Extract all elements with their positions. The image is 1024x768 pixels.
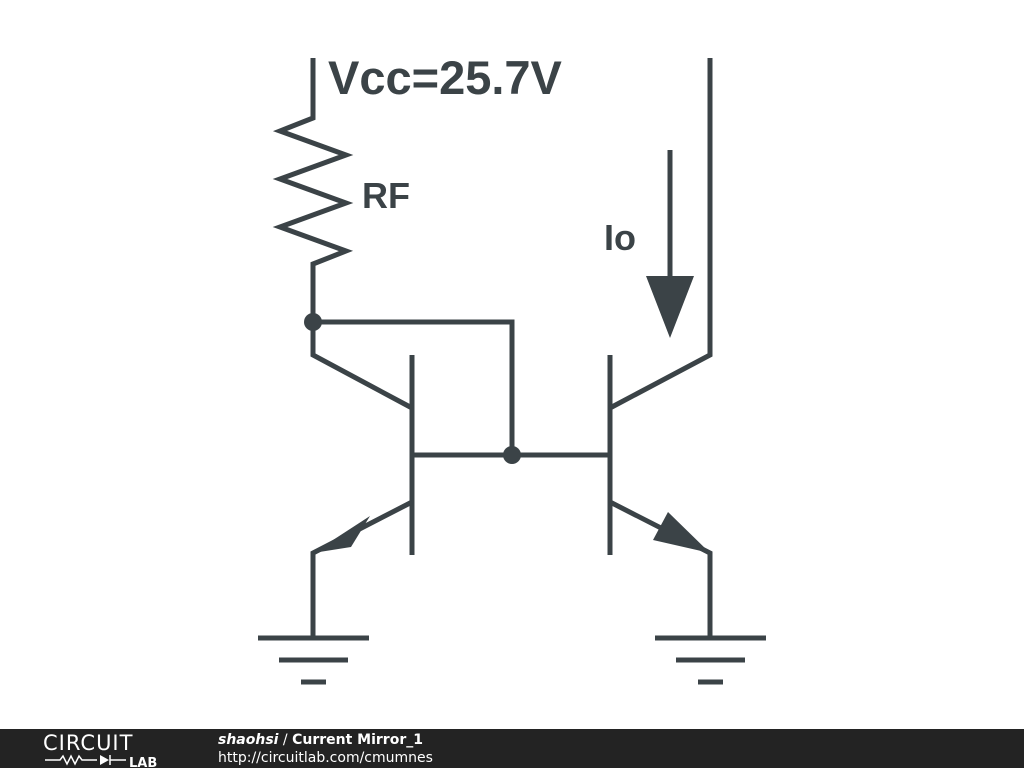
author-link[interactable]: shaohsi (218, 732, 279, 748)
title-separator: / (282, 732, 288, 748)
junction-node-rf (304, 313, 322, 331)
logo-bottom-text: LAB (129, 756, 157, 768)
q2-emitter-arrow (653, 512, 710, 553)
current-arrow-head (646, 276, 694, 338)
current-label: Io (604, 217, 636, 258)
logo-resistor-icon (45, 754, 97, 766)
circuitlab-logo[interactable]: CIRCUIT LAB (0, 729, 200, 768)
logo-diode-icon (100, 755, 109, 765)
resistor-label: RF (362, 175, 410, 216)
footer-info: shaohsi / Current Mirror_1 http://circui… (218, 731, 433, 767)
footer-title-line: shaohsi / Current Mirror_1 (218, 731, 433, 749)
resistor-rf (272, 112, 354, 322)
diode-connection-wire (313, 319, 515, 455)
junction-node-base (503, 446, 521, 464)
q1-emitter-arrow (313, 516, 370, 553)
q2-emitter (608, 499, 713, 638)
ground-left (258, 635, 369, 685)
circuit-schematic: Vcc=25.7V RF Io (258, 51, 766, 685)
footer-bar: CIRCUIT LAB shaohsi / Current Mirror_1 h… (0, 729, 1024, 768)
q1-collector (310, 322, 414, 411)
logo-top-text: CIRCUIT (43, 731, 133, 755)
q2-collector (608, 58, 713, 411)
ground-right (655, 635, 766, 685)
supply-label: Vcc=25.7V (328, 51, 563, 104)
circuit-title[interactable]: Current Mirror_1 (292, 732, 423, 748)
footer-url[interactable]: http://circuitlab.com/cmumnes (218, 750, 433, 766)
